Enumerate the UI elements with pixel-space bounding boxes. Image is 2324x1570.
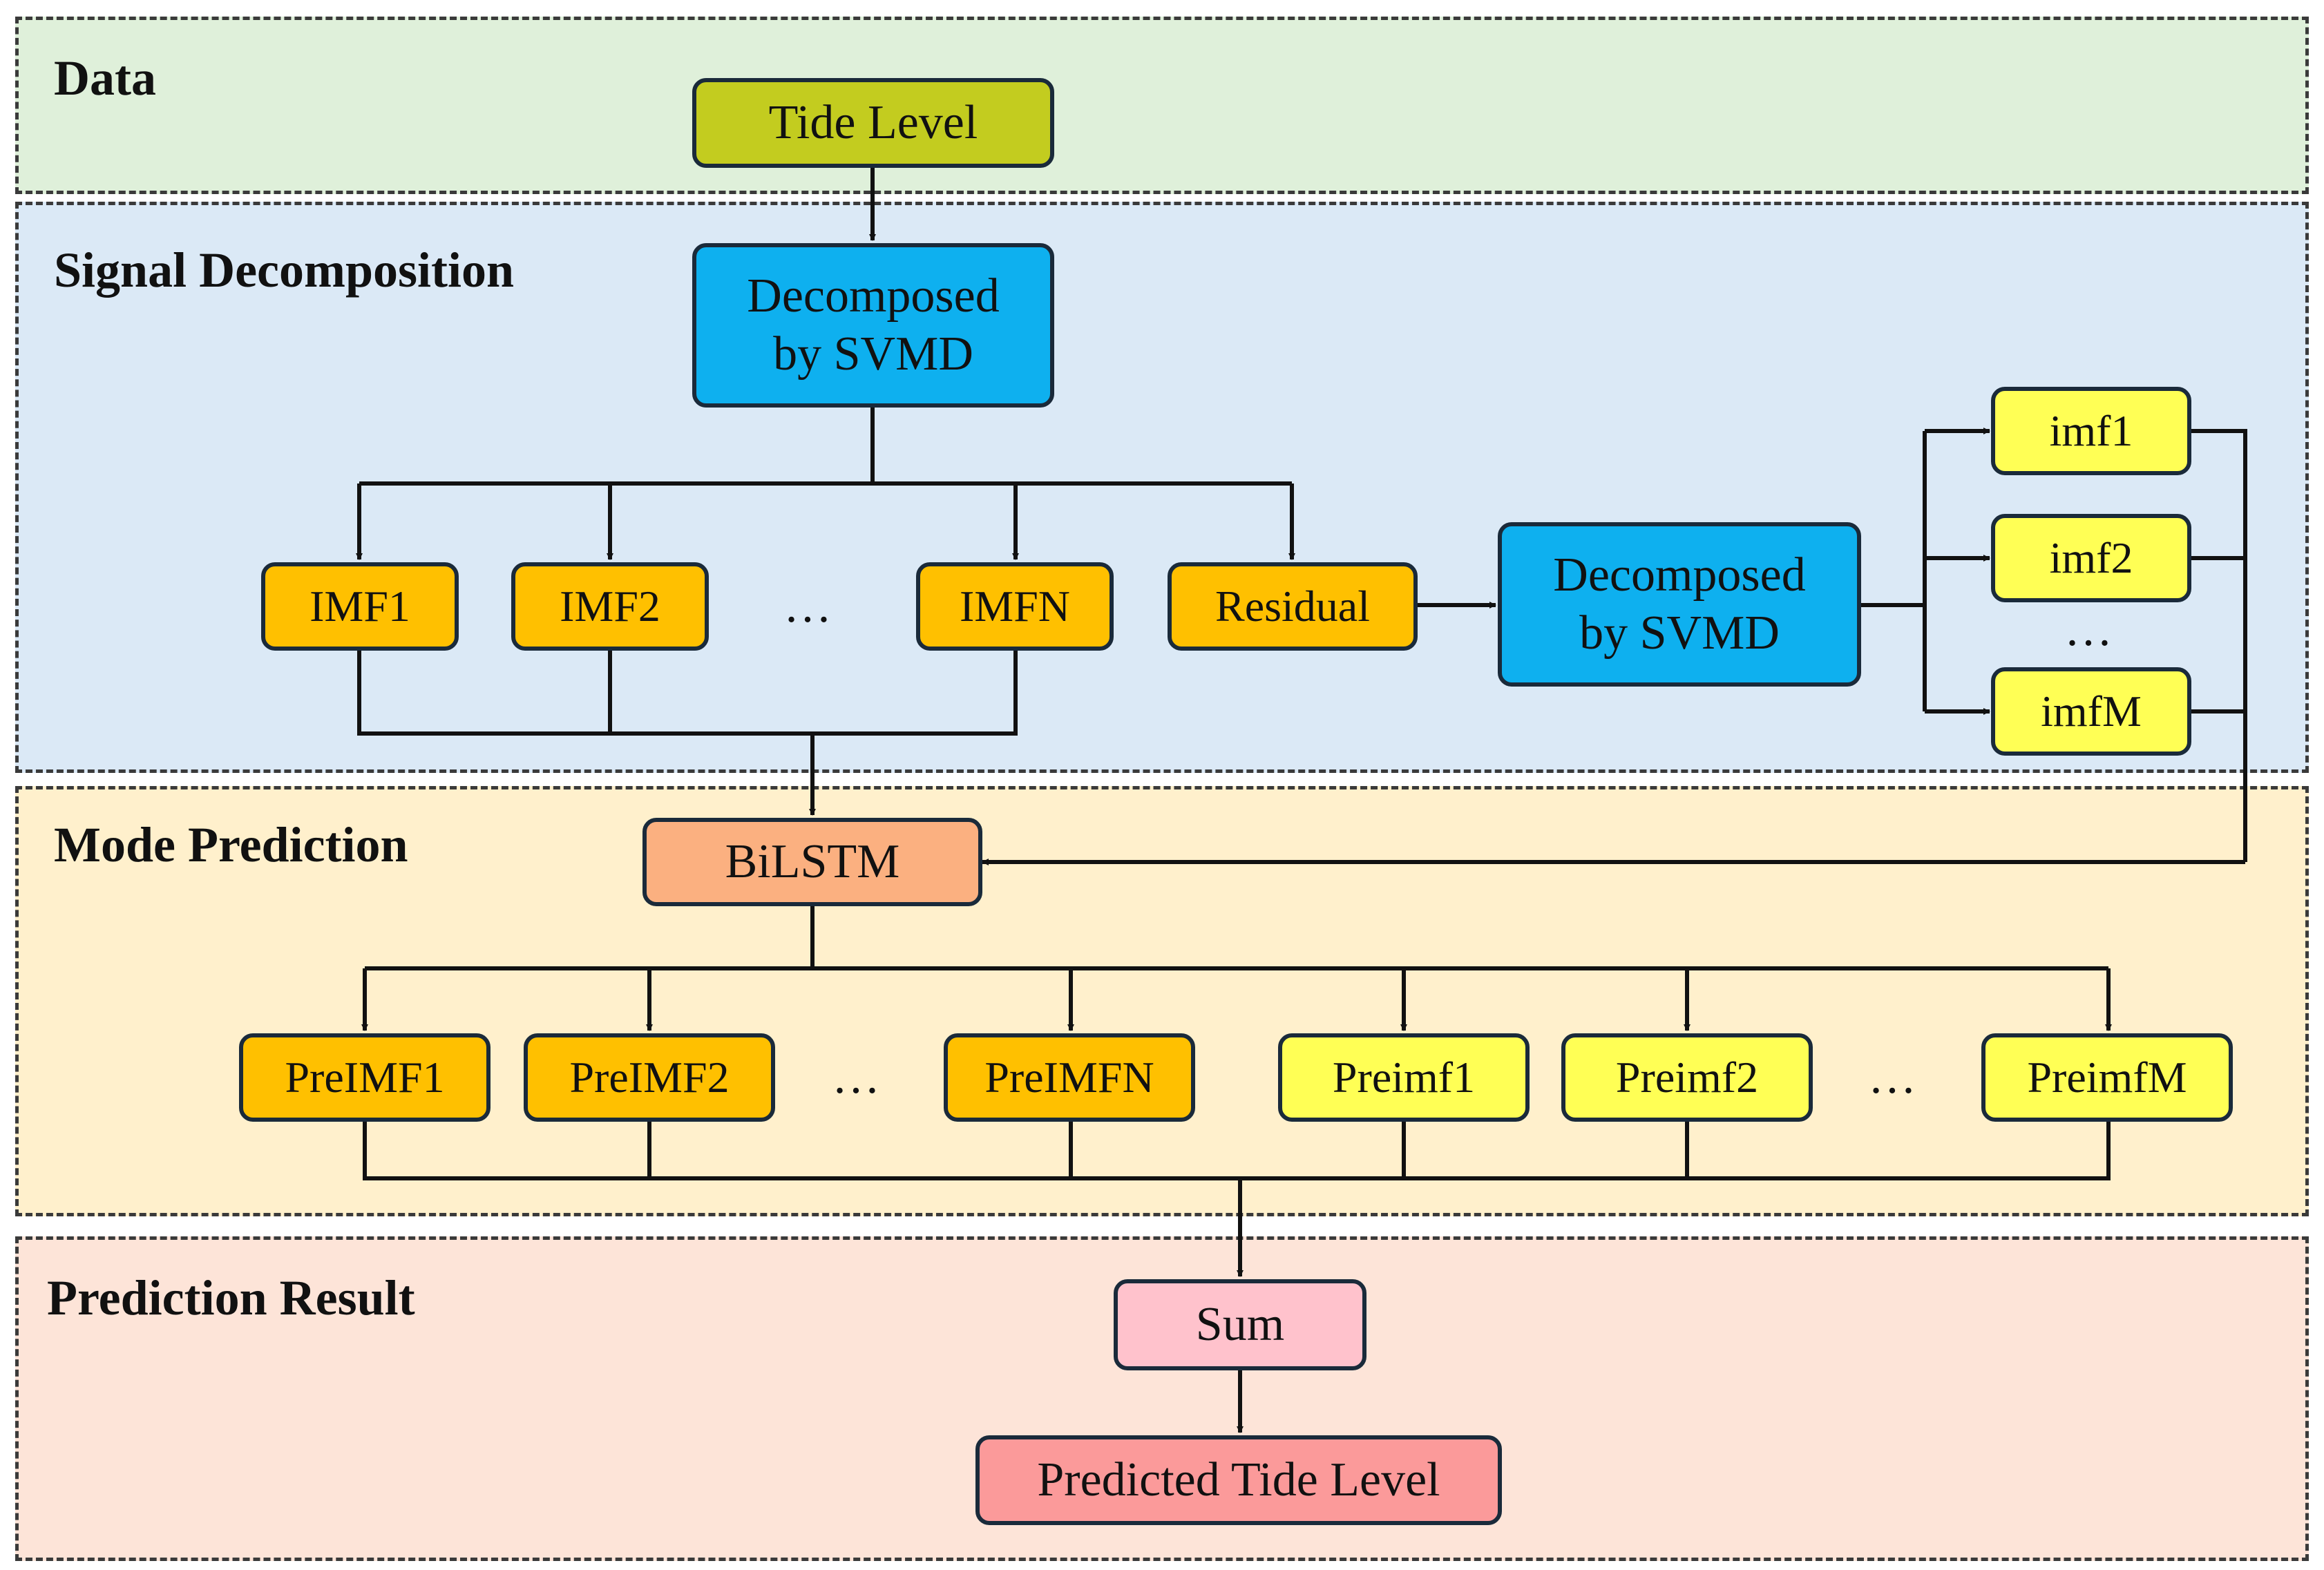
- imf-ellipsis: …: [783, 580, 835, 633]
- preimf-lower-ellipsis: …: [1868, 1051, 1919, 1104]
- preimf-ellipsis: …: [832, 1051, 883, 1104]
- imf2-node: IMF2: [511, 562, 709, 651]
- svmd-primary-line2: by SVMD: [773, 327, 973, 381]
- imf-lower-ellipsis: …: [2064, 603, 2115, 656]
- imf-lowerm-label: imfM: [2041, 686, 2142, 736]
- imf1-label: IMF1: [309, 581, 410, 631]
- preimf-lower1-node: Preimf1: [1278, 1033, 1530, 1122]
- svmd-secondary-line2: by SVMD: [1579, 606, 1780, 660]
- imfn-label: IMFN: [959, 581, 1071, 631]
- tide-level-node: Tide Level: [692, 78, 1054, 168]
- tide-level-label: Tide Level: [768, 96, 978, 149]
- preimf1-node: PreIMF1: [239, 1033, 490, 1122]
- section-label-prediction-result: Prediction Result: [47, 1270, 415, 1325]
- imf-lowerm-node: imfM: [1991, 667, 2191, 756]
- residual-node: Residual: [1168, 562, 1418, 651]
- svmd-node-secondary: Decomposed by SVMD: [1498, 522, 1861, 687]
- predicted-tide-level-node: Predicted Tide Level: [975, 1435, 1502, 1525]
- section-data: [15, 17, 2309, 194]
- svmd-secondary-line1: Decomposed: [1553, 548, 1806, 602]
- section-label-mode-prediction: Mode Prediction: [54, 817, 408, 872]
- preimfn-label: PreIMFN: [984, 1052, 1154, 1102]
- section-label-data: Data: [54, 50, 156, 106]
- imf2-label: IMF2: [560, 581, 660, 631]
- preimf2-label: PreIMF2: [569, 1052, 730, 1102]
- imf-lower2-label: imf2: [2049, 533, 2133, 582]
- sum-node: Sum: [1114, 1279, 1366, 1370]
- sum-label: Sum: [1195, 1298, 1285, 1351]
- imf-lower1-node: imf1: [1991, 387, 2191, 475]
- imf-lower1-label: imf1: [2049, 405, 2133, 455]
- bilstm-label: BiLSTM: [725, 835, 900, 888]
- preimf1-label: PreIMF1: [285, 1052, 445, 1102]
- preimf2-node: PreIMF2: [524, 1033, 775, 1122]
- section-label-signal-decomposition: Signal Decomposition: [54, 242, 515, 298]
- preimf-lowerm-label: PreimfM: [2027, 1052, 2187, 1102]
- preimf-lower2-label: Preimf2: [1615, 1052, 1759, 1102]
- preimf-lowerm-node: PreimfM: [1981, 1033, 2233, 1122]
- imfn-node: IMFN: [916, 562, 1114, 651]
- preimfn-node: PreIMFN: [944, 1033, 1195, 1122]
- residual-label: Residual: [1215, 581, 1370, 631]
- section-mode-prediction: [15, 786, 2309, 1216]
- imf1-node: IMF1: [261, 562, 459, 651]
- predicted-tide-level-label: Predicted Tide Level: [1037, 1453, 1440, 1506]
- imf-lower2-node: imf2: [1991, 514, 2191, 602]
- bilstm-node: BiLSTM: [642, 818, 982, 906]
- preimf-lower2-node: Preimf2: [1561, 1033, 1813, 1122]
- preimf-lower1-label: Preimf1: [1332, 1052, 1476, 1102]
- svmd-node-primary: Decomposed by SVMD: [692, 243, 1054, 408]
- svmd-primary-line1: Decomposed: [747, 269, 1000, 323]
